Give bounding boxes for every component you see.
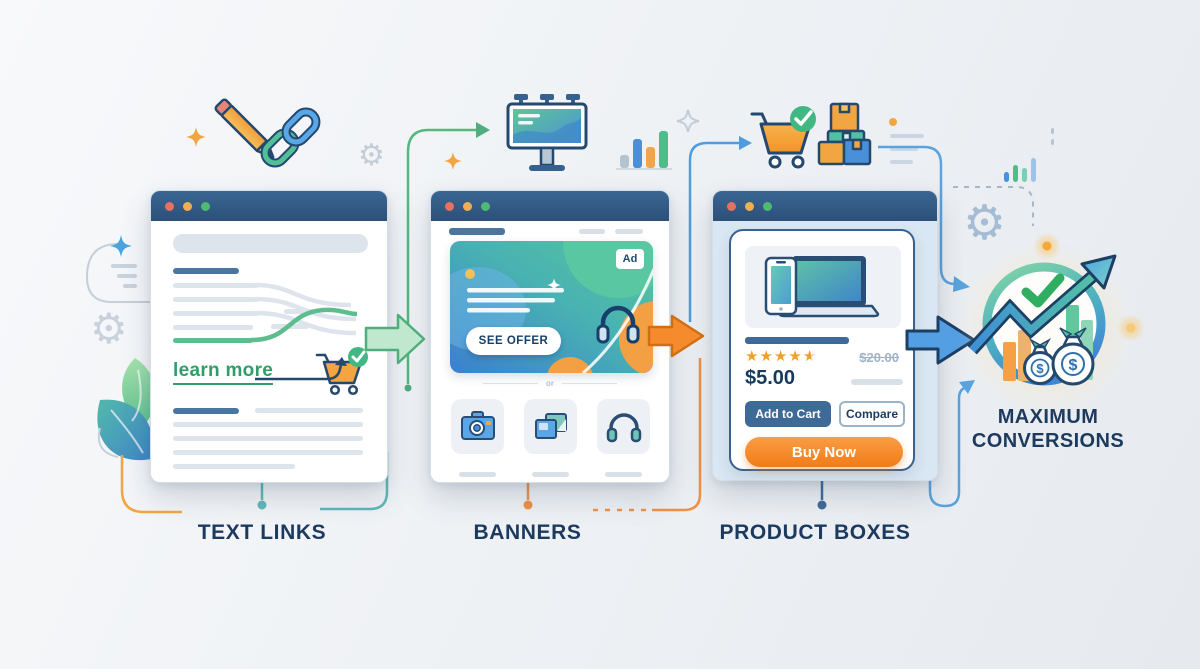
gear-icon: ⚙	[963, 197, 1007, 250]
text-line	[255, 408, 363, 413]
product-thumb-camera[interactable]	[451, 399, 504, 454]
product-boxes-window: ★★★★★★ $20.00 $5.00 Add to Cart Compare …	[712, 190, 938, 481]
package-boxes-icon	[817, 102, 872, 166]
product-title-line	[745, 337, 849, 344]
cart-check-icon	[315, 347, 368, 396]
stem-text-links	[257, 483, 267, 510]
ad-banner[interactable]: Ad SEE OFFER	[450, 241, 653, 373]
close-dot[interactable]	[165, 201, 174, 211]
minimize-dot[interactable]	[463, 201, 472, 211]
link-icon	[260, 107, 321, 168]
or-divider: or	[431, 379, 669, 388]
headphones-icon	[596, 305, 640, 344]
product-thumb-headphones[interactable]	[597, 399, 650, 454]
caption-line	[459, 472, 496, 477]
bar-chart-icon	[616, 131, 672, 170]
old-price: $20.00	[859, 350, 899, 365]
star-rating: ★★★★★★	[745, 348, 818, 365]
product-thumb-gallery[interactable]	[524, 399, 577, 454]
ad-badge: Ad	[616, 249, 644, 269]
nav-line	[449, 228, 505, 235]
maximize-dot[interactable]	[201, 201, 210, 211]
gear-icon: ⚙	[90, 305, 128, 352]
caption-line	[532, 472, 569, 477]
link-pointer-arrow	[255, 357, 347, 381]
text-line	[173, 422, 363, 427]
window-titlebar	[431, 191, 669, 221]
stem-banners	[523, 483, 533, 510]
stage-label-product-boxes: PRODUCT BOXES	[719, 521, 911, 544]
svg-text:$: $	[1069, 357, 1078, 374]
nav-line	[615, 229, 643, 234]
text-line	[173, 283, 259, 288]
growth-arrow-icon	[967, 254, 1117, 355]
text-line	[173, 311, 259, 316]
orange-dot	[889, 118, 897, 126]
highlight-line	[173, 338, 253, 343]
checkmark-icon	[1021, 273, 1065, 308]
minimize-dot[interactable]	[183, 201, 192, 211]
money-bag-icon: $	[1051, 327, 1095, 386]
text-line	[173, 408, 239, 414]
learn-more-link[interactable]: learn more	[173, 360, 274, 385]
camera-icon	[460, 410, 495, 440]
cart-check-icon	[750, 106, 816, 169]
product-card: ★★★★★★ $20.00 $5.00 Add to Cart Compare …	[729, 229, 915, 471]
leaf-decoration	[97, 358, 156, 461]
conversions-badge: $ $	[958, 232, 1145, 416]
headphones-icon	[606, 412, 641, 442]
text-line	[173, 325, 253, 330]
mini-chart-icon	[1004, 158, 1036, 182]
maximize-dot[interactable]	[481, 201, 490, 211]
text-swoosh-decoration	[250, 282, 368, 396]
billboard-icon	[506, 94, 588, 171]
gallery-icon	[534, 412, 567, 439]
minimize-dot[interactable]	[745, 201, 754, 211]
divider-text: or	[546, 379, 554, 388]
result-title: MAXIMUM CONVERSIONS	[938, 406, 1158, 453]
product-image	[745, 246, 901, 328]
sparkle-icon	[547, 278, 561, 292]
caption-line	[605, 472, 642, 477]
devices-illustration	[764, 256, 880, 318]
stage-label-text-links: TEXT LINKS	[197, 521, 327, 544]
text-line	[173, 297, 259, 302]
text-lines-decoration	[890, 134, 924, 164]
text-line	[284, 309, 314, 314]
add-to-cart-button[interactable]: Add to Cart	[745, 401, 831, 427]
compare-button[interactable]: Compare	[839, 401, 905, 427]
stem-product-boxes	[817, 481, 827, 510]
banners-window: Ad SEE OFFER or	[430, 190, 670, 483]
close-dot[interactable]	[445, 201, 454, 211]
text-line	[173, 450, 363, 455]
result-title-line1: MAXIMUM	[997, 406, 1099, 428]
nav-line	[579, 229, 605, 234]
close-dot[interactable]	[727, 201, 736, 211]
text-line	[173, 464, 295, 469]
stage-label-banners: BANNERS	[473, 521, 582, 544]
heading-placeholder	[173, 234, 368, 253]
gear-icon: ⚙	[358, 139, 385, 172]
text-links-window: learn more	[150, 190, 388, 483]
window-titlebar	[713, 191, 937, 221]
result-title-line2: CONVERSIONS	[971, 429, 1125, 452]
svg-text:$: $	[1036, 361, 1044, 376]
see-offer-button[interactable]: SEE OFFER	[466, 327, 561, 355]
detail-line	[851, 379, 903, 385]
text-line	[173, 436, 363, 441]
glow-dot	[1033, 232, 1145, 342]
buy-now-button[interactable]: Buy Now	[745, 437, 903, 467]
price: $5.00	[745, 367, 796, 389]
money-bag-icon: $	[1023, 338, 1057, 385]
window-titlebar	[151, 191, 387, 221]
pencil-icon	[214, 98, 275, 159]
growth-bars	[1003, 305, 1093, 381]
maximize-dot[interactable]	[763, 201, 772, 211]
text-line	[173, 268, 239, 274]
corner-flourish-left	[85, 243, 155, 303]
